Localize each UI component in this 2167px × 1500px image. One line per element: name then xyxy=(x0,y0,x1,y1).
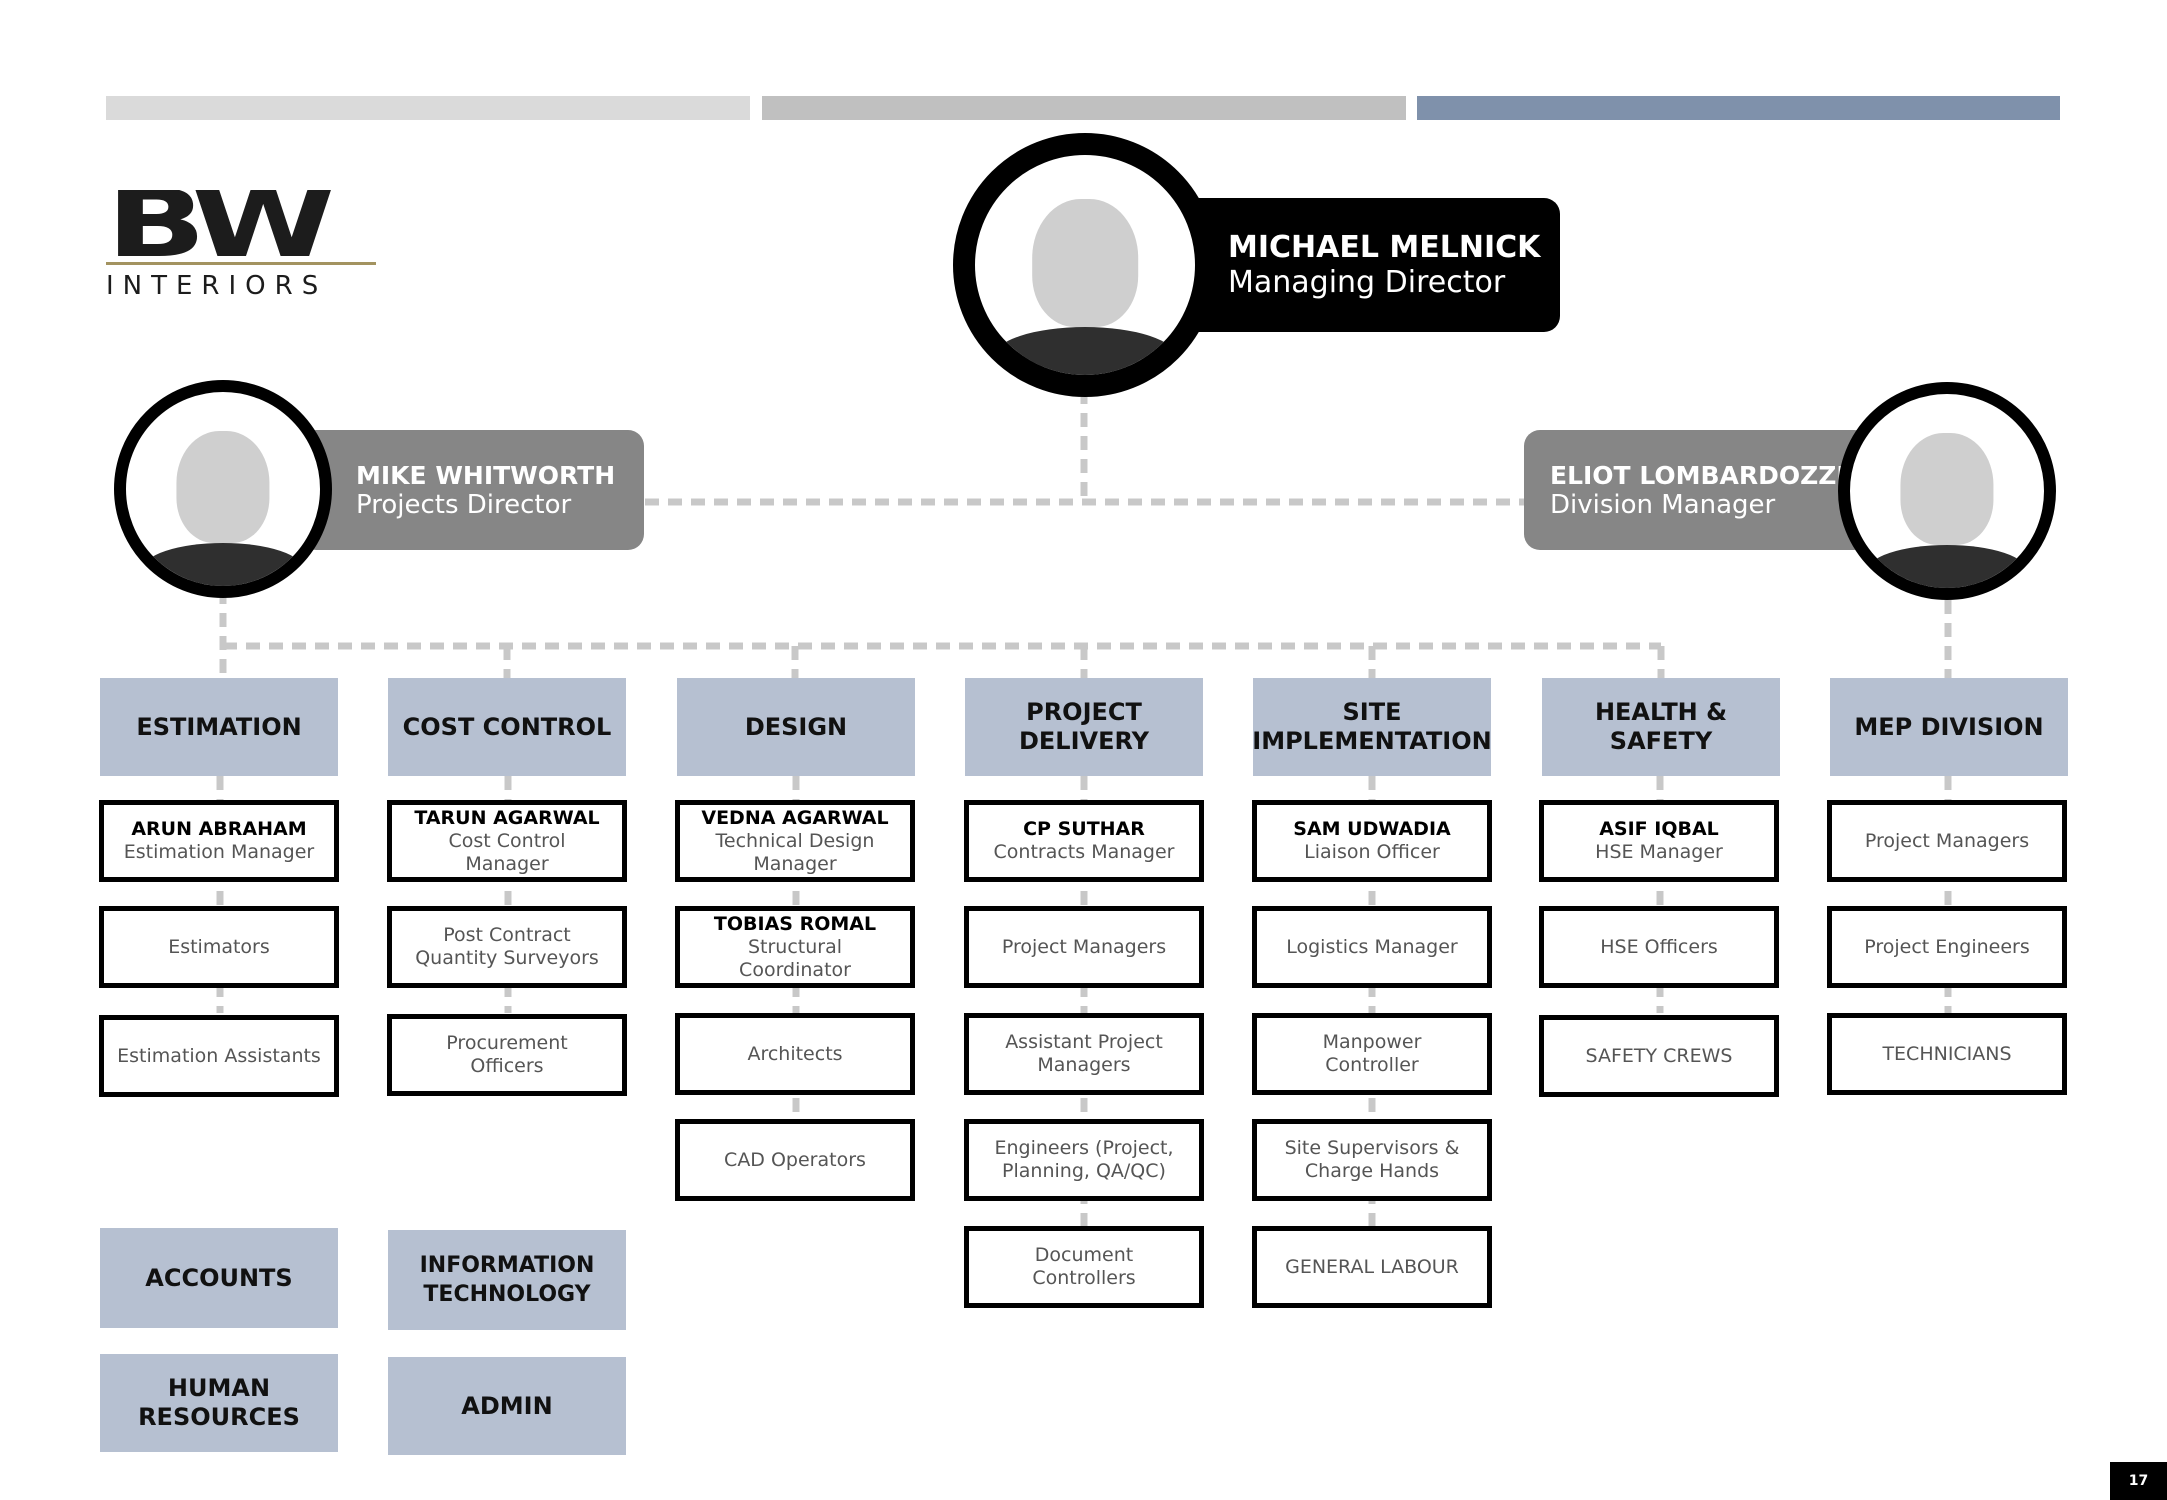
role-box: Manpower Controller xyxy=(1252,1013,1492,1095)
dept-project-delivery: PROJECT DELIVERY xyxy=(965,678,1203,776)
dept-human-resources: HUMAN RESOURCES xyxy=(100,1354,338,1452)
logo-mark: BW xyxy=(106,190,336,260)
photo-shoulders xyxy=(992,326,1178,375)
role-title: GENERAL LABOUR xyxy=(1285,1255,1459,1278)
role-title: Technical Design Manager xyxy=(715,829,875,875)
projects-director-tab: MIKE WHITWORTH Projects Director xyxy=(300,430,644,550)
role-title: Assistant Project Managers xyxy=(1005,1031,1163,1076)
role-title: Estimation Manager xyxy=(123,841,315,863)
dept-health-safety: HEALTH & SAFETY xyxy=(1542,678,1780,776)
role-box: Project Managers xyxy=(964,906,1204,988)
dept-admin: ADMIN xyxy=(388,1357,626,1455)
role-title: Logistics Manager xyxy=(1286,935,1458,958)
role-box: TECHNICIANS xyxy=(1827,1013,2067,1095)
photo-shoulders xyxy=(141,543,305,586)
role-title: Post Contract Quantity Surveyors xyxy=(415,924,599,969)
projects-director-title: Projects Director xyxy=(356,489,572,520)
role-title: Project Engineers xyxy=(1864,935,2030,958)
role-title: Architects xyxy=(747,1042,843,1065)
role-box: TARUN AGARWAL Cost Control Manager xyxy=(387,800,627,882)
header-bar-light xyxy=(106,96,750,120)
role-name: VEDNA AGARWAL xyxy=(701,806,889,829)
photo-face xyxy=(1032,199,1138,327)
role-box: GENERAL LABOUR xyxy=(1252,1226,1492,1308)
dept-cost-control: COST CONTROL xyxy=(388,678,626,776)
role-title: Site Supervisors & Charge Hands xyxy=(1284,1137,1460,1182)
role-title: Project Managers xyxy=(1001,935,1167,958)
photo-face xyxy=(1900,432,1994,546)
dept-design: DESIGN xyxy=(677,678,915,776)
role-title: Estimation Assistants xyxy=(117,1044,321,1067)
division-manager-title: Division Manager xyxy=(1550,489,1776,520)
role-box: Document Controllers xyxy=(964,1226,1204,1308)
role-title: Document Controllers xyxy=(1032,1244,1136,1289)
role-box: CAD Operators xyxy=(675,1119,915,1201)
header-bar-mid xyxy=(762,96,1406,120)
role-title: TECHNICIANS xyxy=(1882,1042,2012,1065)
role-box: VEDNA AGARWAL Technical Design Manager xyxy=(675,800,915,882)
role-title: Procurement Officers xyxy=(446,1032,568,1077)
role-title: Structural Coordinator xyxy=(739,935,851,981)
role-box: Estimation Assistants xyxy=(99,1015,339,1097)
division-manager-photo xyxy=(1838,382,2056,600)
role-box: CP SUTHAR Contracts Manager xyxy=(964,800,1204,882)
role-box: Project Engineers xyxy=(1827,906,2067,988)
role-title: Project Managers xyxy=(1864,829,2030,852)
projects-director-name: MIKE WHITWORTH xyxy=(356,460,616,490)
role-box: Logistics Manager xyxy=(1252,906,1492,988)
managing-director-tab: MICHAEL MELNICK Managing Director xyxy=(1160,198,1560,332)
division-manager-name: ELIOT LOMBARDOZZI xyxy=(1550,460,1846,490)
role-box: Estimators xyxy=(99,906,339,988)
role-box: Site Supervisors & Charge Hands xyxy=(1252,1119,1492,1201)
role-title: Manpower Controller xyxy=(1322,1031,1422,1076)
role-box: ARUN ABRAHAM Estimation Manager xyxy=(99,800,339,882)
logo-rule xyxy=(106,262,376,265)
role-title: SAFETY CREWS xyxy=(1585,1044,1733,1067)
role-box: Engineers (Project, Planning, QA/QC) xyxy=(964,1119,1204,1201)
dept-information-technology: INFORMATION TECHNOLOGY xyxy=(388,1230,626,1330)
role-box: SAFETY CREWS xyxy=(1539,1015,1779,1097)
role-name: TARUN AGARWAL xyxy=(414,806,600,829)
managing-director-name: MICHAEL MELNICK xyxy=(1228,230,1541,265)
role-box: Procurement Officers xyxy=(387,1014,627,1096)
dept-mep-division: MEP DIVISION xyxy=(1830,678,2068,776)
dept-site-implementation: SITE IMPLEMENTATION xyxy=(1252,678,1492,776)
division-manager-tab: ELIOT LOMBARDOZZI Division Manager xyxy=(1524,430,1870,550)
role-box: SAM UDWADIA Liaison Officer xyxy=(1252,800,1492,882)
role-box: Assistant Project Managers xyxy=(964,1013,1204,1095)
photo-shoulders xyxy=(1865,545,2029,588)
role-box: Architects xyxy=(675,1013,915,1095)
header-bar-blue xyxy=(1417,96,2060,120)
role-name: ARUN ABRAHAM xyxy=(131,818,307,840)
role-title: CAD Operators xyxy=(724,1148,866,1171)
role-title: Estimators xyxy=(168,935,270,958)
role-box: Post Contract Quantity Surveyors xyxy=(387,906,627,988)
projects-director-photo xyxy=(114,380,332,598)
logo-subtitle: INTERIORS xyxy=(106,271,328,301)
role-box: HSE Officers xyxy=(1539,906,1779,988)
role-title: HSE Manager xyxy=(1595,841,1723,863)
role-box: Project Managers xyxy=(1827,800,2067,882)
bw-interiors-logo: BW INTERIORS xyxy=(106,190,376,301)
dept-estimation: ESTIMATION xyxy=(100,678,338,776)
role-title: Contracts Manager xyxy=(993,841,1175,863)
role-title: Liaison Officer xyxy=(1304,841,1440,863)
role-name: CP SUTHAR xyxy=(1023,818,1145,840)
page-number: 17 xyxy=(2110,1462,2167,1500)
photo-face xyxy=(176,430,270,544)
dept-accounts: ACCOUNTS xyxy=(100,1228,338,1328)
role-name: SAM UDWADIA xyxy=(1293,818,1451,840)
managing-director-photo xyxy=(953,133,1217,397)
role-box: TOBIAS ROMAL Structural Coordinator xyxy=(675,906,915,988)
managing-director-title: Managing Director xyxy=(1228,265,1506,300)
role-name: TOBIAS ROMAL xyxy=(713,912,877,935)
role-title: Engineers (Project, Planning, QA/QC) xyxy=(994,1137,1174,1182)
role-title: Cost Control Manager xyxy=(448,829,566,875)
role-title: HSE Officers xyxy=(1600,935,1718,958)
role-box: ASIF IQBAL HSE Manager xyxy=(1539,800,1779,882)
role-name: ASIF IQBAL xyxy=(1599,818,1719,840)
